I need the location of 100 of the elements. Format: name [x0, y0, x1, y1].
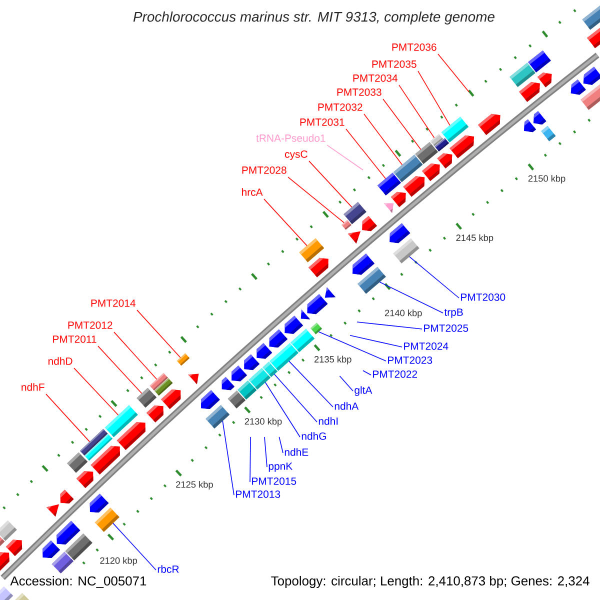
gene-label: PMT2024	[404, 342, 448, 350]
feature-box	[441, 116, 469, 142]
leader-line	[362, 370, 372, 376]
gene-label: PMT2013	[236, 490, 280, 498]
feature-box	[0, 520, 17, 541]
leader-line	[308, 160, 352, 208]
leader-line	[356, 322, 422, 330]
gene-block	[222, 376, 234, 390]
gene-block	[390, 223, 410, 244]
feature-box	[587, 28, 600, 48]
leader-line	[379, 282, 444, 314]
feature-box	[136, 388, 157, 408]
leader-line	[398, 84, 435, 138]
gene-label: PMT2022	[373, 370, 418, 378]
gene-block	[6, 540, 22, 556]
gene-block	[188, 374, 199, 384]
gene-block	[437, 153, 452, 168]
gene-block	[42, 540, 60, 558]
gene-block	[201, 390, 220, 409]
leader-line	[326, 144, 364, 170]
gene-label: trpB	[444, 308, 463, 318]
gene-block	[56, 520, 80, 544]
tick-label: 2150 kbp	[528, 175, 566, 184]
feature-box	[94, 508, 120, 532]
gene-block	[307, 294, 328, 314]
leader-line	[74, 368, 119, 416]
feature-box	[270, 343, 298, 371]
gene-block	[478, 114, 500, 135]
leader-line	[346, 128, 386, 180]
gene-block	[570, 80, 586, 95]
leader-line	[288, 360, 334, 408]
gene-label: PMT2034	[353, 74, 398, 82]
gene-block	[90, 494, 109, 513]
info-text: Accession: NC_005071	[10, 576, 146, 588]
feature-box	[176, 353, 190, 366]
gene-block	[583, 66, 600, 85]
gene-label: ndhG	[302, 432, 326, 440]
gene-block	[403, 176, 425, 197]
gene-label: PMT2033	[337, 88, 382, 96]
leader-line	[98, 346, 142, 394]
tick-label: 2130 kbp	[244, 418, 282, 426]
gene-label: cysC	[285, 150, 308, 160]
gene-label: ppnK	[268, 462, 293, 472]
gene-label: PMT2028	[242, 166, 286, 174]
gene-block	[537, 72, 552, 88]
gene-block	[450, 135, 474, 158]
gene-label: PMT2025	[424, 324, 468, 332]
gene-label: ndhA	[334, 402, 359, 410]
leader-line	[250, 436, 251, 482]
gene-block	[324, 287, 336, 298]
gene-block	[269, 329, 288, 348]
gene-block	[519, 82, 540, 102]
feature-box	[342, 220, 352, 230]
gene-block	[390, 192, 406, 207]
gene-label: PMT2036	[392, 43, 436, 51]
leader-line	[264, 436, 268, 468]
feature-box	[528, 50, 551, 72]
feature-box	[15, 592, 30, 600]
gene-label: ndhD	[48, 357, 72, 365]
feature-box	[206, 405, 230, 428]
leader-line	[318, 331, 386, 362]
feature-box	[582, 6, 600, 30]
leader-line	[364, 114, 403, 166]
gene-block	[161, 390, 181, 409]
gene-block	[348, 231, 361, 244]
gene-block	[362, 216, 377, 232]
leader-line	[418, 70, 450, 126]
feature-box	[580, 84, 600, 110]
gene-label: PMT2012	[68, 321, 112, 329]
gene-label: ndhF	[22, 383, 44, 391]
gene-block	[308, 258, 328, 278]
feature-box	[154, 378, 173, 396]
feature-box	[67, 452, 88, 473]
gene-block	[284, 316, 303, 334]
feature-box	[84, 434, 112, 461]
gene-block	[384, 203, 394, 214]
leader-line	[136, 310, 181, 358]
feature-box	[0, 586, 14, 600]
leader-line	[288, 176, 344, 224]
feature-box	[541, 126, 556, 142]
feature-box	[393, 154, 423, 182]
leader-line	[274, 374, 318, 422]
gene-label: PMT2031	[300, 118, 344, 126]
leader-line	[350, 335, 402, 348]
gene-block	[352, 254, 374, 275]
gene-block	[0, 552, 10, 571]
feature-box	[434, 138, 450, 152]
gene-label: PMT2023	[388, 356, 432, 364]
feature-box	[104, 405, 138, 438]
feature-box	[377, 172, 401, 196]
feature-box	[290, 328, 315, 352]
gene-label: PMT2035	[372, 60, 416, 68]
leader-line	[278, 436, 284, 454]
gene-label: PMT2030	[461, 293, 506, 301]
leader-line	[438, 54, 470, 92]
gene-label: tRNA-Pseudo1	[256, 134, 326, 142]
feature-box	[358, 266, 386, 294]
gene-block	[232, 366, 247, 382]
title: Prochlorococcus marinus str. MIT 9313, complete genome	[133, 12, 494, 24]
gene-label: PMT2032	[318, 103, 362, 111]
